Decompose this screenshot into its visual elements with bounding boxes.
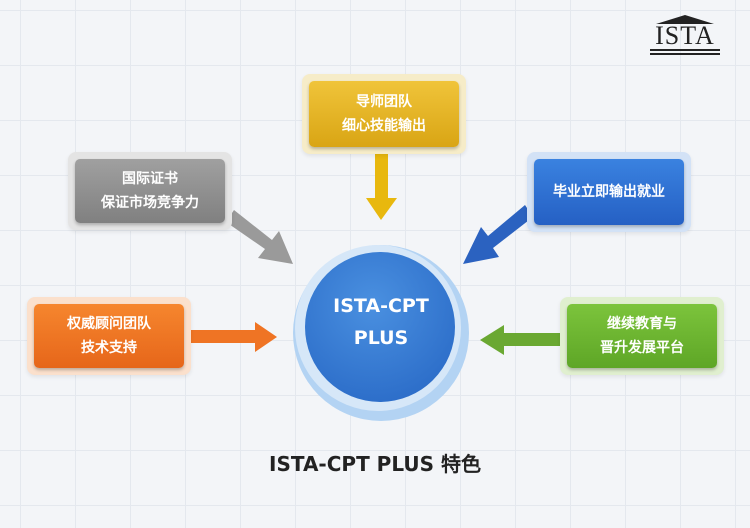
center-circle	[305, 252, 455, 402]
center-label: ISTA-CPT PLUS	[296, 290, 466, 354]
arrow-upper-left	[226, 210, 293, 264]
box-line: 技术支持	[81, 340, 137, 356]
box-line: 毕业立即输出就业	[553, 184, 665, 200]
box-consultant-team: 权威顾问团队 技术支持	[27, 297, 191, 375]
arrow-lower-left	[190, 322, 277, 352]
arrow-top	[366, 153, 397, 220]
box-line: 权威顾问团队	[67, 316, 151, 332]
box-line: 国际证书	[122, 171, 178, 187]
box-line: 晋升发展平台	[600, 340, 684, 356]
box-continuing-education: 继续教育与 晋升发展平台	[560, 297, 724, 375]
box-international-cert: 国际证书 保证市场竞争力	[68, 152, 232, 230]
center-line1: ISTA-CPT	[333, 295, 429, 317]
center-line2: PLUS	[353, 327, 409, 349]
arrow-lower-right	[480, 325, 561, 355]
diagram-title: ISTA-CPT PLUS 特色	[269, 452, 481, 476]
box-line: 导师团队	[356, 94, 412, 110]
box-mentor-team: 导师团队 细心技能输出	[302, 74, 466, 154]
box-line: 细心技能输出	[342, 118, 426, 134]
box-line: 保证市场竞争力	[101, 195, 199, 211]
box-employment: 毕业立即输出就业	[527, 152, 691, 232]
logo-text: ISTA	[655, 21, 715, 50]
arrow-upper-right	[463, 205, 533, 264]
box-line: 继续教育与	[607, 316, 677, 332]
ista-logo: ISTA	[650, 14, 720, 55]
